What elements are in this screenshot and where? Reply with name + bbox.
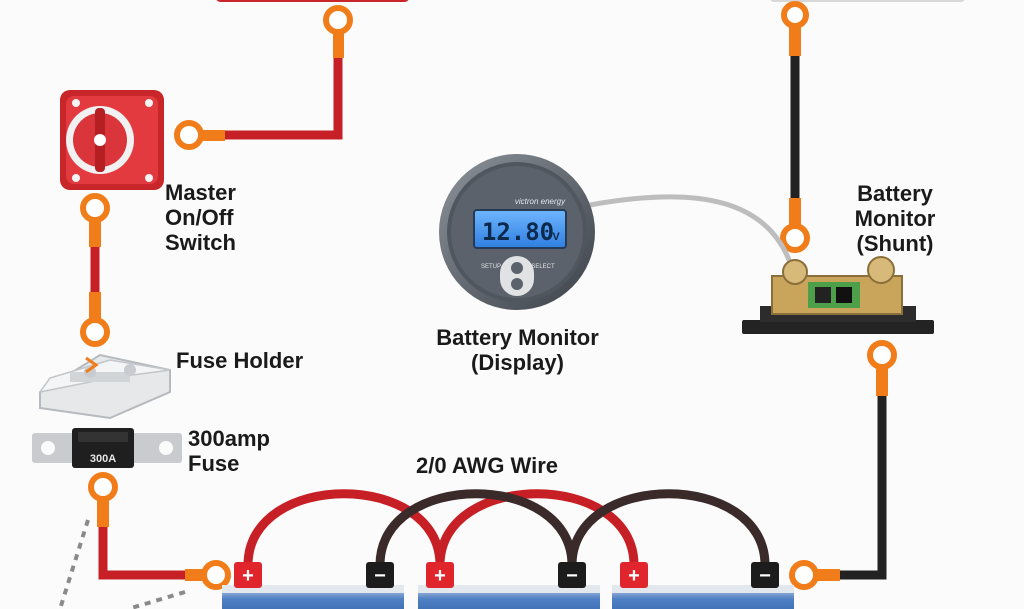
fuse-holder-label: Fuse Holder: [176, 348, 304, 373]
monitor-shunt-label-line3: (Shunt): [856, 231, 934, 256]
monitor-shunt-label-line2: Monitor: [854, 206, 936, 231]
ring-lug: [323, 5, 353, 35]
ring-lug: [88, 472, 118, 502]
monitor-shunt-label: Battery Monitor (Shunt): [836, 181, 954, 256]
dotted-line: [127, 590, 186, 609]
lug-sleeve: [89, 215, 101, 247]
monitor-display-label-line2: (Display): [471, 350, 564, 375]
lug-sleeve: [195, 130, 225, 141]
terminal-positive: [234, 562, 262, 588]
fuse-rating: 300A: [90, 453, 116, 465]
master-switch-label-line2: On/Off: [165, 205, 234, 230]
ring-lug: [174, 120, 204, 150]
battery-2: [418, 585, 600, 609]
positive-jumper-2: [435, 489, 639, 566]
ring-lug: [789, 560, 819, 590]
ring-lug: [780, 223, 810, 253]
fuse-label-line1: 300amp: [188, 426, 270, 451]
positive-wire-top: [205, 38, 343, 140]
master-switch-device: [60, 90, 164, 190]
terminal-plus-sign: +: [628, 565, 640, 587]
master-switch-label-line1: Master: [165, 180, 236, 205]
monitor-setup-button: SETUP: [481, 264, 501, 270]
terminal-minus-sign: −: [374, 565, 386, 587]
monitor-brand: victron energy: [515, 197, 566, 206]
terminal-positive: [620, 562, 648, 588]
monitor-unit: V: [552, 231, 560, 243]
terminal-negative: [751, 562, 779, 588]
monitor-display-label-line1: Battery Monitor: [436, 325, 599, 350]
wire-label: 2/0 AWG Wire: [416, 453, 559, 478]
lug-sleeve: [789, 22, 801, 56]
positive-wire-fuse-battery: [98, 505, 200, 580]
top-white-component: [770, 0, 965, 2]
terminal-minus-sign: −: [566, 565, 578, 587]
terminal-negative: [558, 562, 586, 588]
monitor-signal-cable: [589, 194, 795, 269]
battery-1: [222, 585, 404, 609]
monitor-reading: 12.80: [482, 218, 554, 246]
lug-sleeve: [97, 495, 109, 527]
ring-lug: [201, 560, 231, 590]
lug-sleeve: [333, 28, 344, 58]
master-switch-label: Master On/Off Switch: [165, 180, 236, 255]
monitor-select-button: SELECT: [531, 264, 555, 270]
negative-wire-shunt-battery: [820, 390, 887, 580]
fuse-300a-device: [32, 428, 182, 468]
battery-3: [612, 585, 794, 609]
monitor-shunt-label-line1: Battery: [857, 181, 933, 206]
lug-sleeve: [789, 198, 801, 230]
ring-lug: [80, 317, 110, 347]
lug-sleeve: [876, 362, 888, 396]
battery-monitor-shunt-device: [742, 256, 934, 334]
terminal-minus-sign: −: [759, 565, 771, 587]
negative-jumper-1: [375, 489, 577, 566]
fuse-label-line2: Fuse: [188, 451, 240, 476]
terminal-negative: [366, 562, 394, 588]
master-switch-label-line3: Switch: [165, 230, 236, 255]
ring-lug: [781, 1, 809, 29]
top-red-component: [216, 0, 409, 2]
negative-jumper-2: [567, 489, 770, 566]
ring-lug: [867, 340, 897, 370]
fuse-holder-device: [38, 353, 171, 420]
battery-monitor-display-device: [439, 154, 595, 310]
terminal-positive: [426, 562, 454, 588]
terminal-plus-sign: +: [242, 565, 254, 587]
dotted-line: [58, 519, 90, 609]
positive-jumper-1: [243, 489, 445, 566]
lug-sleeve: [89, 292, 101, 322]
ring-lug: [80, 193, 110, 223]
monitor-display-label: Battery Monitor (Display): [410, 325, 625, 375]
fuse-label: 300amp Fuse: [188, 426, 270, 476]
terminal-plus-sign: +: [434, 565, 446, 587]
